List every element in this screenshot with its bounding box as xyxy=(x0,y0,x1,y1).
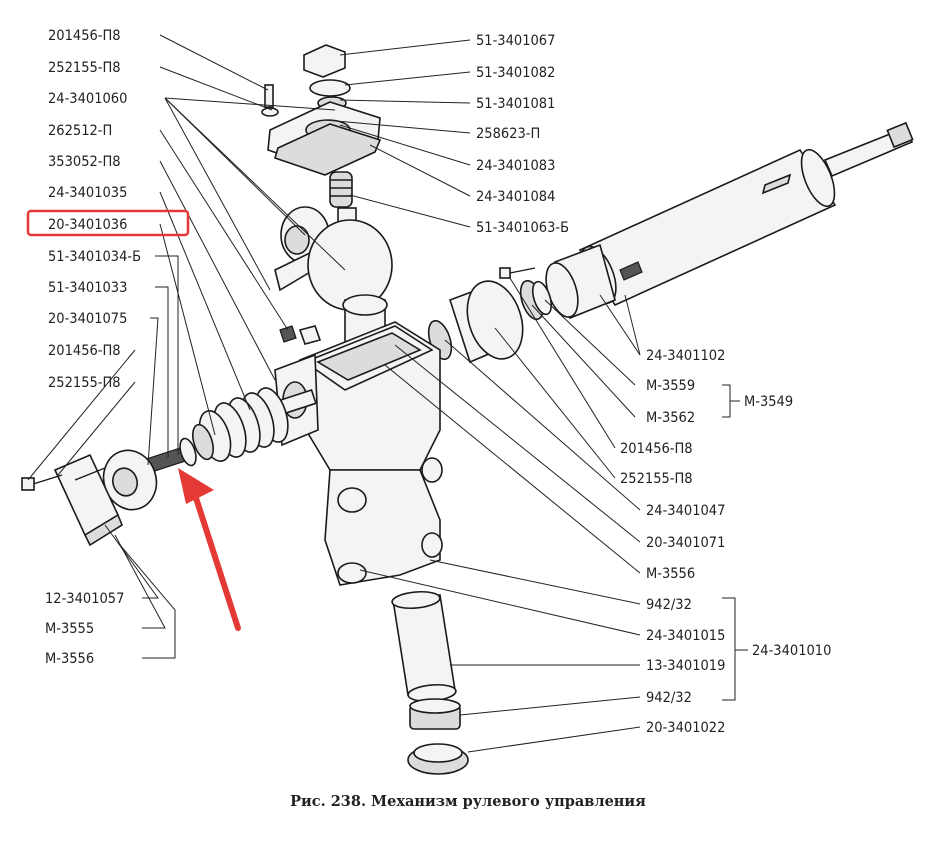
right-label: 20-3401022 xyxy=(646,720,725,736)
right-label: 252155-П8 xyxy=(620,471,693,487)
left-label: 252155-П8 xyxy=(48,60,121,76)
right-label: 51-3401081 xyxy=(476,96,555,112)
end-cover xyxy=(21,453,123,547)
leader-lines xyxy=(27,34,748,753)
left-label: 51-3401033 xyxy=(48,280,127,296)
right-label: 24-3401083 xyxy=(476,158,555,174)
oil-seal xyxy=(407,743,469,775)
steering-shaft xyxy=(578,121,914,307)
bottom-left-label: М-3555 xyxy=(45,621,94,637)
left-label: 252155-П8 xyxy=(48,375,121,391)
bottom-left-label: М-3556 xyxy=(45,651,94,667)
highlight-box xyxy=(26,209,190,237)
top-cap-assembly xyxy=(261,44,382,176)
left-label: 24-3401035 xyxy=(48,185,127,201)
right-label: 201456-П8 xyxy=(620,441,693,457)
group-label: 24-3401010 xyxy=(752,643,831,659)
right-label: 51-3401063-Б xyxy=(476,220,569,236)
right-label: 51-3401067 xyxy=(476,33,555,49)
left-label: 201456-П8 xyxy=(48,343,121,359)
upper-bearing xyxy=(519,279,553,321)
parts-drawing xyxy=(21,44,914,775)
column-sleeve xyxy=(545,243,616,320)
left-label: 24-3401060 xyxy=(48,91,127,107)
right-label: 24-3401047 xyxy=(646,503,725,519)
bottom-left-label: 12-3401057 xyxy=(45,591,124,607)
right-label: М-3556 xyxy=(646,566,695,582)
housing-bolts xyxy=(279,325,322,345)
left-label-highlighted: 20-3401036 xyxy=(48,217,127,233)
column-bolt xyxy=(499,267,536,279)
left-label: 51-3401034-Б xyxy=(48,249,141,265)
figure-caption: Рис. 238. Механизм рулевого управления xyxy=(290,793,646,810)
left-label: 20-3401075 xyxy=(48,311,127,327)
right-label: 24-3401102 xyxy=(646,348,725,364)
left-label: 262512-П xyxy=(48,123,112,139)
right-label: 24-3401015 xyxy=(646,628,725,644)
worm-screw xyxy=(191,387,317,462)
right-label: М-3559 xyxy=(646,378,695,394)
group-labels: М-3549 24-3401010 xyxy=(744,394,831,659)
bottom-left-labels: 12-3401057 М-3555 М-3556 xyxy=(45,591,124,667)
left-label: 353052-П8 xyxy=(48,154,121,170)
right-label: 24-3401084 xyxy=(476,189,555,205)
right-flange xyxy=(427,280,524,364)
right-label: 51-3401082 xyxy=(476,65,555,81)
steering-gear-housing xyxy=(274,321,443,586)
worm-end-parts xyxy=(146,437,197,473)
right-labels: 51-3401067 51-3401082 51-3401081 258623-… xyxy=(476,33,725,736)
right-label: 942/32 xyxy=(646,690,692,706)
right-label: 20-3401071 xyxy=(646,535,725,551)
right-label: М-3562 xyxy=(646,410,695,426)
red-arrow xyxy=(178,468,241,631)
group-label: М-3549 xyxy=(744,394,793,410)
needle-bearing xyxy=(409,698,461,730)
left-labels: 201456-П8 252155-П8 24-3401060 262512-П … xyxy=(48,28,141,391)
right-label: 942/32 xyxy=(646,597,692,613)
lower-bushing xyxy=(391,590,457,703)
end-bearing xyxy=(102,449,158,511)
right-label: 258623-П xyxy=(476,126,540,142)
right-label: 13-3401019 xyxy=(646,658,725,674)
left-label: 201456-П8 xyxy=(48,28,121,44)
